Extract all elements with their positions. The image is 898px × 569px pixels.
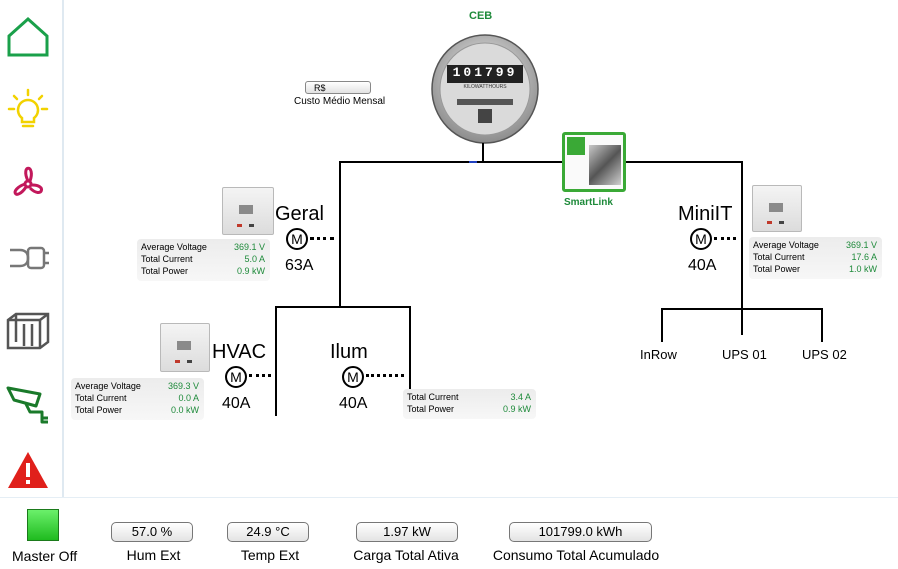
nav-camera[interactable]	[6, 382, 50, 426]
ilum-feeder-line	[409, 306, 411, 416]
carga-total-label: Carga Total Ativa	[353, 547, 459, 563]
hvac-power-value: 0.0 kW	[170, 405, 199, 415]
carga-total-value: 1.97 kW	[356, 522, 458, 542]
minilt-sub-bus	[661, 308, 823, 310]
plug-icon	[10, 246, 49, 270]
subcircuit-inrow[interactable]: InRow	[640, 347, 677, 362]
smartlink-device[interactable]	[562, 132, 626, 192]
geral-amp-rating: 63A	[285, 257, 314, 274]
minilt-voltage-label: Average Voltage	[753, 240, 819, 250]
geral-voltage-label: Average Voltage	[141, 242, 207, 252]
fan-icon	[13, 166, 43, 196]
monthly-cost-caption: Custo Médio Mensal	[294, 96, 386, 107]
ilum-current-label: Total Current	[407, 392, 459, 402]
nav-panels[interactable]	[6, 308, 50, 352]
inrow-drop	[661, 308, 663, 342]
minilt-panel-name: MiniIT	[678, 203, 733, 225]
minilt-power-value: 1.0 kW	[848, 264, 877, 274]
hvac-power-label: Total Power	[75, 405, 123, 415]
energy-meter-icon	[431, 34, 539, 144]
minilt-power-label: Total Power	[753, 264, 801, 274]
minilt-voltage-value: 369.1 V	[845, 240, 877, 250]
energy-meter[interactable]	[430, 27, 540, 145]
nav-alerts[interactable]	[6, 448, 50, 492]
home-icon	[7, 16, 49, 57]
subcircuit-ups02[interactable]: UPS 02	[802, 347, 847, 362]
consumo-total-label: Consumo Total Acumulado	[492, 547, 660, 563]
ilum-readings: Total Current 3.4 A Total Power 0.9 kW	[403, 389, 536, 419]
hvac-current-label: Total Current	[75, 393, 127, 403]
warning-icon	[8, 452, 48, 488]
geral-current-value: 5.0 A	[244, 254, 265, 264]
geral-power-label: Total Power	[141, 266, 189, 276]
security-camera-icon	[6, 386, 48, 424]
ilum-panel-name: Ilum	[330, 341, 368, 363]
minilt-current-label: Total Current	[753, 252, 805, 262]
geral-current-label: Total Current	[141, 254, 193, 264]
hvac-panel-name: HVAC	[212, 341, 267, 363]
nav-home[interactable]	[6, 14, 50, 58]
geral-motor-symbol: M	[286, 228, 308, 250]
hvac-feeder-line	[275, 306, 277, 416]
nav-lighting[interactable]	[6, 88, 50, 132]
meter-feed-line	[482, 143, 484, 162]
subcircuit-ups01[interactable]: UPS 01	[722, 347, 767, 362]
geral-sub-bus	[275, 306, 411, 308]
minilt-motor-symbol: M	[690, 228, 712, 250]
main-bus-line	[339, 161, 743, 163]
ilum-power-value: 0.9 kW	[502, 404, 531, 414]
meter-provider-label: CEB	[469, 10, 493, 22]
geral-power-meter[interactable]	[222, 187, 274, 235]
hum-ext-label: Hum Ext	[126, 547, 181, 563]
hvac-motor-symbol: M	[225, 366, 247, 388]
nav-fan[interactable]	[6, 162, 50, 206]
hvac-voltage-value: 369.3 V	[167, 381, 199, 391]
ilum-motor-symbol: M	[342, 366, 364, 388]
ilum-connector	[366, 374, 404, 379]
hum-ext-value: 57.0 %	[111, 522, 193, 542]
meter-unit-label: KILOWATTHOURS	[463, 84, 507, 90]
meter-reading: 101799	[452, 65, 518, 80]
consumo-total-value: 101799.0 kWh	[509, 522, 652, 542]
minilt-current-value: 17.6 A	[851, 252, 877, 262]
electrical-panel-icon	[6, 312, 50, 350]
geral-power-value: 0.9 kW	[236, 266, 265, 276]
nav-plug[interactable]	[6, 236, 50, 280]
ilum-amp-rating: 40A	[339, 395, 368, 412]
hvac-power-meter[interactable]	[160, 323, 210, 372]
master-status-label: Master Off	[12, 548, 78, 564]
temp-ext-value: 24.9 °C	[227, 522, 309, 542]
monthly-cost-box: R$	[305, 81, 371, 94]
smartlink-module-image	[589, 145, 621, 185]
ilum-current-value: 3.4 A	[510, 392, 531, 402]
smartlink-logo-icon	[567, 137, 585, 155]
geral-feeder-line	[339, 161, 341, 307]
hvac-current-value: 0.0 A	[178, 393, 199, 403]
geral-voltage-value: 369.1 V	[233, 242, 265, 252]
sidebar-nav	[0, 0, 64, 497]
temp-ext-label: Temp Ext	[240, 547, 300, 563]
geral-connector	[310, 237, 334, 242]
monthly-cost-value: R$	[314, 83, 326, 93]
footer-divider	[0, 497, 898, 498]
hvac-connector	[249, 374, 271, 379]
smartlink-label: SmartLink	[564, 197, 613, 208]
hvac-amp-rating: 40A	[222, 395, 251, 412]
geral-readings: Average Voltage 369.1 V Total Current 5.…	[137, 239, 270, 281]
geral-panel-name: Geral	[275, 203, 324, 225]
master-status-indicator[interactable]	[27, 509, 59, 541]
minilt-power-meter[interactable]	[752, 185, 802, 232]
light-bulb-icon	[7, 88, 49, 128]
ups02-drop	[821, 308, 823, 342]
ilum-power-label: Total Power	[407, 404, 455, 414]
bus-marker	[469, 161, 477, 163]
minilt-amp-rating: 40A	[688, 257, 717, 274]
minilt-readings: Average Voltage 369.1 V Total Current 17…	[749, 237, 882, 279]
hvac-voltage-label: Average Voltage	[75, 381, 141, 391]
hvac-readings: Average Voltage 369.3 V Total Current 0.…	[71, 378, 204, 420]
minilt-connector	[714, 237, 736, 242]
minilt-feeder-line	[741, 161, 743, 335]
